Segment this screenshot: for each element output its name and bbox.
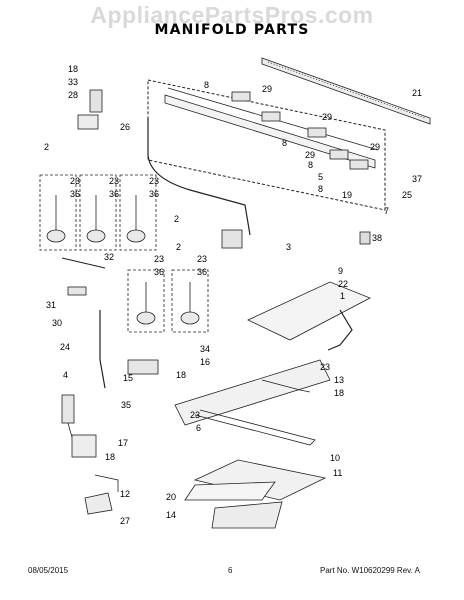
manifold-pipe	[164, 94, 376, 169]
callout-label: 2	[176, 242, 181, 252]
callout-label: 32	[104, 252, 114, 262]
callout-label: 25	[402, 190, 412, 200]
callout-label: 23	[109, 176, 119, 186]
callout-label: 18	[68, 64, 78, 74]
callout-label: 23	[70, 176, 80, 186]
valve-cluster	[231, 91, 369, 170]
heat-shield	[247, 281, 371, 341]
callout-label: 27	[120, 516, 130, 526]
callout-label: 23	[320, 362, 330, 372]
callout-label: 20	[166, 492, 176, 502]
manifold-bracket	[261, 57, 431, 125]
callout-label: 16	[200, 357, 210, 367]
callout-label: 35	[121, 400, 131, 410]
callout-label: 15	[123, 373, 133, 383]
valve-box-5	[171, 269, 209, 333]
callout-label: 14	[166, 510, 176, 520]
supply-tube	[147, 118, 251, 236]
callout-label: 2	[174, 214, 179, 224]
callout-label: 23	[149, 176, 159, 186]
callout-label: 8	[204, 80, 209, 90]
footer-date: 08/05/2015	[28, 566, 69, 575]
callout-label: 36	[197, 267, 207, 277]
callout-label: 18	[176, 370, 186, 380]
valve-box-3	[119, 174, 157, 251]
callout-label: 23	[154, 254, 164, 264]
callout-label: 23	[190, 410, 200, 420]
callout-label: 11	[333, 468, 342, 478]
callout-label: 3	[286, 242, 291, 252]
valve-box-2	[79, 174, 117, 251]
callout-label: 18	[334, 388, 344, 398]
callout-label: 10	[330, 453, 340, 463]
callout-label: 13	[334, 375, 344, 385]
callout-label: 23	[197, 254, 207, 264]
callout-label: 9	[338, 266, 343, 276]
callout-label: 17	[118, 438, 128, 448]
valve-box-1	[39, 174, 77, 251]
callout-label: 33	[68, 77, 78, 87]
callout-label: 36	[149, 189, 159, 199]
callout-label: 29	[370, 142, 380, 152]
callout-label: 21	[412, 88, 422, 98]
callout-label: 8	[282, 138, 287, 148]
callout-label: 12	[120, 489, 130, 499]
pressure-regulator	[221, 229, 243, 249]
footer-part-number: Part No. W10620299 Rev. A	[320, 566, 420, 575]
callout-label: 29	[262, 84, 272, 94]
callout-label: 8	[318, 184, 323, 194]
callout-label: 29	[305, 150, 315, 160]
callout-label: 6	[196, 423, 201, 433]
clip-part	[359, 231, 371, 245]
callout-label: 22	[338, 279, 348, 289]
callout-label: 29	[322, 112, 332, 122]
valve-box-4	[127, 269, 165, 333]
safety-valve	[127, 359, 159, 375]
callout-label: 37	[412, 174, 422, 184]
burner-plate	[211, 501, 283, 529]
callout-label: 34	[200, 344, 210, 354]
callout-label: 1	[340, 291, 345, 301]
watermark: AppliancePartsPros.com	[90, 2, 374, 28]
callout-label: 2	[44, 142, 49, 152]
burner-shield	[184, 481, 276, 501]
callout-label: 4	[63, 370, 68, 380]
callout-label: 24	[60, 342, 70, 352]
callout-label: 18	[105, 452, 115, 462]
callout-label: 36	[109, 189, 119, 199]
callout-label: 30	[52, 318, 62, 328]
bake-burner	[174, 359, 331, 426]
callout-label: 38	[372, 233, 382, 243]
callout-label: 7	[384, 206, 389, 216]
callout-label: 31	[46, 300, 56, 310]
callout-label: 8	[308, 160, 313, 170]
callout-label: 5	[318, 172, 323, 182]
footer-page-number: 6	[228, 566, 233, 575]
callout-label: 19	[342, 190, 352, 200]
mount-bracket	[84, 492, 113, 515]
callout-label: 28	[68, 90, 78, 100]
callout-label: 36	[154, 267, 164, 277]
page-title: MANIFOLD PARTS	[154, 22, 310, 38]
callout-label: 36	[70, 189, 80, 199]
callout-label: 26	[120, 122, 130, 132]
